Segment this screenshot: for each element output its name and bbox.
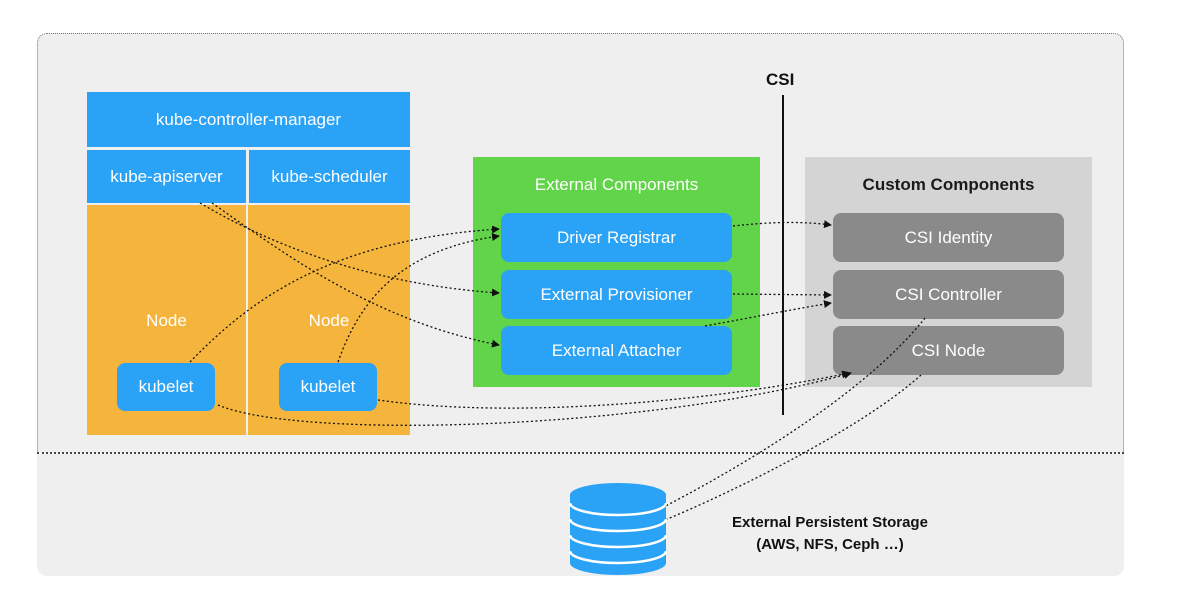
kube-controller-manager-box: kube-controller-manager: [87, 92, 410, 147]
external-components-title: External Components: [534, 175, 699, 194]
panel-divider: [37, 452, 1124, 454]
csi-divider-line: [782, 95, 784, 415]
storage-label: External Persistent Storage (AWS, NFS, C…: [700, 512, 960, 556]
csi-node-box: CSI Node: [833, 326, 1064, 375]
connector-registrar-identity: [732, 220, 832, 229]
storage-title: External Persistent Storage: [732, 514, 928, 531]
csi-label: CSI: [766, 70, 795, 89]
custom-components-title: Custom Components: [862, 175, 1035, 194]
connector-attacher-controller: [704, 300, 832, 327]
kube-apiserver-box: kube-apiserver: [87, 150, 246, 203]
driver-registrar-box: Driver Registrar: [501, 213, 732, 262]
connector-provisioner-controller: [732, 290, 832, 299]
external-provisioner-box: External Provisioner: [501, 270, 732, 319]
storage-subtitle: (AWS, NFS, Ceph …): [756, 536, 904, 553]
storage-database-icon: [568, 483, 668, 575]
connector-apiserver-provisioner: [199, 202, 500, 297]
node-2: Node: [248, 205, 410, 435]
kubelet-1: kubelet: [117, 363, 215, 411]
node-2-label: Node: [308, 311, 350, 330]
connector-kubelet1-csinode: [217, 371, 852, 426]
csi-controller-box: CSI Controller: [833, 270, 1064, 319]
connector-csinode-storage: [629, 374, 922, 536]
connector-kubelet2-registrar: [337, 233, 500, 363]
external-attacher-box: External Attacher: [501, 326, 732, 375]
kube-scheduler-box: kube-scheduler: [249, 150, 410, 203]
connector-kubelet1-registrar: [189, 225, 500, 363]
kubelet-2: kubelet: [279, 363, 377, 411]
node-1-label: Node: [146, 311, 187, 330]
connector-controller-storage: [627, 317, 926, 526]
connector-apiserver-attacher: [211, 202, 500, 348]
csi-identity-box: CSI Identity: [833, 213, 1064, 262]
